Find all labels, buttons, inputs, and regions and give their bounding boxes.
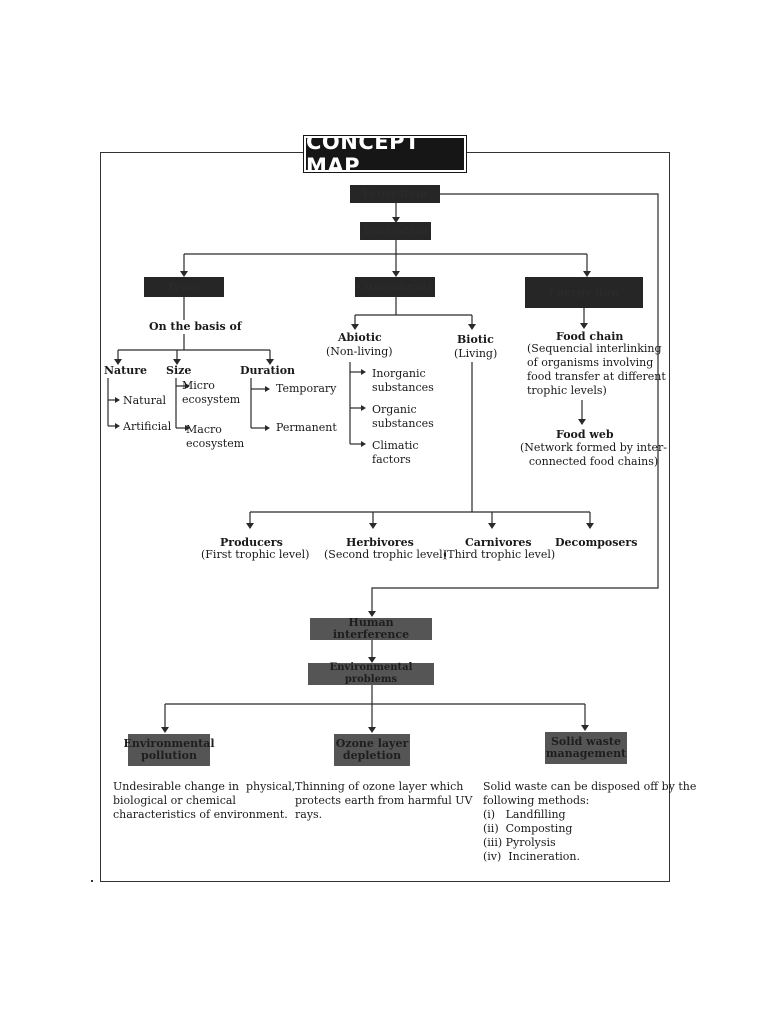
trophic-name: Producers xyxy=(220,536,283,549)
ozone-depletion-box: Ozone layer depletion xyxy=(334,734,410,766)
components-box: Components xyxy=(355,277,435,297)
inorganic-label: Inorganic substances xyxy=(372,367,434,394)
disposal-method: (iii) Pyrolysis xyxy=(483,836,556,849)
pollution-description: Undesirable change in physical, biologic… xyxy=(113,780,296,821)
human-interference-box: Human interference xyxy=(310,617,432,641)
biotic-sub-label: (Living) xyxy=(454,347,498,360)
basis-label: On the basis of xyxy=(149,320,242,333)
food-web-description: (Network formed by inter- connected food… xyxy=(520,441,667,468)
organic-label: Organic substances xyxy=(372,403,434,430)
climatic-label: Climatic factors xyxy=(372,439,419,466)
abiotic-sub-label: (Non-living) xyxy=(326,345,393,358)
duration-label: Duration xyxy=(240,364,296,377)
biotic-label: Biotic xyxy=(457,333,494,346)
trophic-level: (Third trophic level) xyxy=(443,548,556,561)
energy-flow-box: Energy flow xyxy=(525,277,643,308)
disposal-method: (i) Landfilling xyxy=(483,808,566,821)
solid-waste-intro: Solid waste can be disposed off by the f… xyxy=(483,780,697,807)
macro-ecosystem-label: Macro ecosystem xyxy=(186,423,245,450)
ecosystem-box: Ecosystem xyxy=(350,185,440,203)
natural-label: Natural xyxy=(123,394,167,407)
disposal-method: (iv) Incineration. xyxy=(483,850,580,863)
ozone-description: Thinning of ozone layer which protects e… xyxy=(295,780,473,821)
temporary-label: Temporary xyxy=(276,382,337,395)
concept-map-title: CONCEPT MAP xyxy=(303,130,467,178)
artificial-label: Artificial xyxy=(123,420,172,433)
food-chain-label: Food chain xyxy=(556,330,624,343)
solid-waste-box: Solid waste management xyxy=(545,732,627,764)
food-chain-description: (Sequencial interlinking of organisms in… xyxy=(527,342,666,397)
food-web-label: Food web xyxy=(556,428,614,441)
size-label: Size xyxy=(166,364,192,377)
scan-speck xyxy=(91,880,93,882)
trophic-name: Decomposers xyxy=(555,536,638,549)
environmental-problems-box: Environmental problems xyxy=(308,662,434,685)
ecosystem-sub-box: Ecosystem xyxy=(360,222,431,240)
trophic-level: (Second trophic level) xyxy=(324,548,447,561)
trophic-name: Herbivores xyxy=(346,536,414,549)
types-box: Types xyxy=(144,277,224,297)
disposal-method: (ii) Composting xyxy=(483,822,573,835)
abiotic-label: Abiotic xyxy=(338,331,382,344)
trophic-name: Carnivores xyxy=(465,536,532,549)
trophic-level: (First trophic level) xyxy=(201,548,310,561)
nature-label: Nature xyxy=(104,364,148,377)
environmental-pollution-box: Environmental pollution xyxy=(123,734,215,766)
micro-ecosystem-label: Micro ecosystem xyxy=(182,379,241,406)
permanent-label: Permanent xyxy=(276,421,337,434)
